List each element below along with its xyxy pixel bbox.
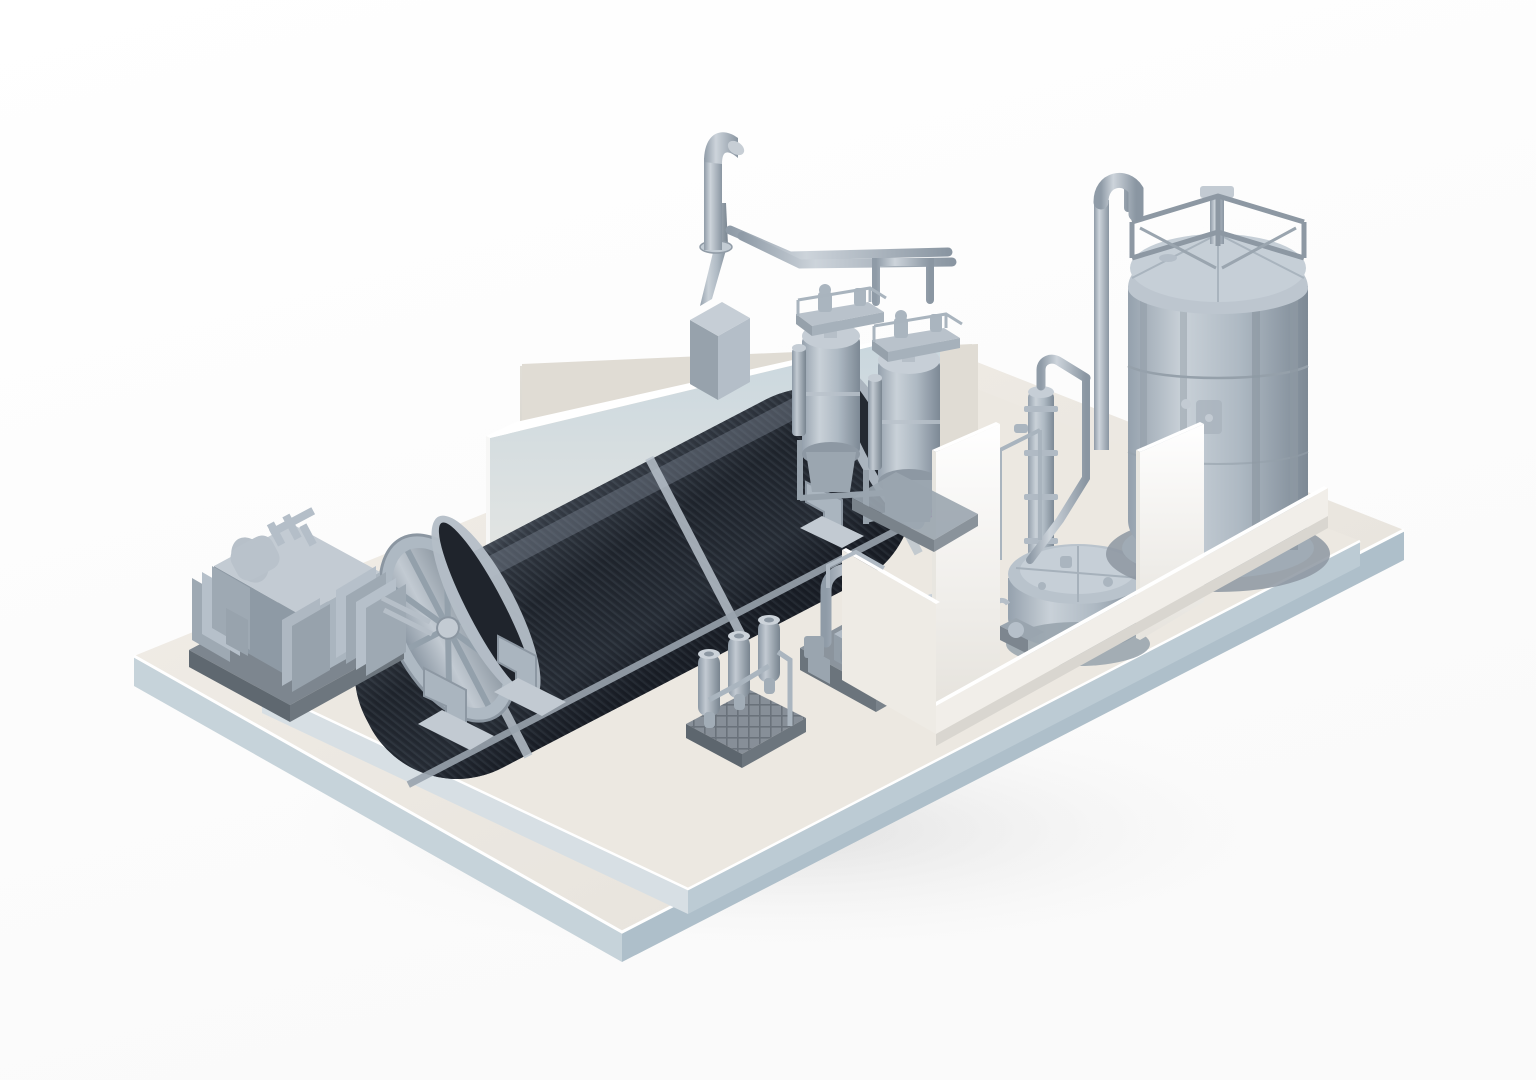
stack-base-top [690, 302, 750, 336]
kiln-wheel-hub [436, 616, 460, 640]
silo-shell-fitting [1181, 399, 1191, 409]
silo-roof-nozzle [1159, 254, 1177, 262]
transformer-radiator-mid [282, 598, 330, 692]
fg-bund-left-cap [842, 548, 940, 604]
stack-outlet [727, 140, 745, 156]
transformer-control-box [226, 608, 248, 656]
containment-walls-foreground [842, 422, 1328, 746]
vessel-a-band [802, 392, 860, 396]
stack-gooseneck [704, 132, 738, 164]
vessel-valves [818, 284, 942, 338]
platform-upper-side-left [262, 688, 688, 914]
vessel-b-band [878, 420, 940, 424]
column-top-elbow [1036, 354, 1091, 391]
fg-bund-side-lower [936, 516, 1328, 746]
filter-base-top [686, 690, 806, 754]
silo-roof-railing [1129, 193, 1307, 261]
kiln-support-feet [418, 516, 864, 750]
transformer-radiator-right [336, 566, 406, 676]
clarifier-nozzles [1038, 556, 1113, 590]
silo-vent-riser [1093, 173, 1144, 450]
silo-roof-railing-diagonals [1139, 226, 1297, 270]
stack-base-left [690, 320, 718, 400]
transformer-pad-side-l [189, 650, 290, 722]
silo-vent-cap [1200, 186, 1234, 198]
stack-base-right [718, 318, 750, 400]
fg-wall-b-cap [1136, 422, 1204, 452]
rotary-kiln[interactable] [320, 352, 949, 814]
pipe-clarifier-to-column [1026, 374, 1090, 564]
vessel-a-skirt [806, 452, 856, 492]
stack-shaft [700, 240, 728, 306]
filter-base-side-r [742, 718, 806, 768]
fg-wall-a-cap [932, 422, 1000, 452]
fg-wall-a-face [936, 424, 1000, 706]
vessel-handrails [796, 286, 963, 342]
fg-bund-left-face [842, 550, 936, 734]
transformer-unit[interactable] [189, 507, 434, 722]
filter-base-side-l [686, 724, 742, 768]
column-side-nozzle [1014, 424, 1028, 433]
platform-upper-side-right [688, 541, 1360, 914]
kiln-band-2 [645, 455, 750, 646]
silo-manhole-handle [1205, 414, 1213, 422]
platform-upper-top [262, 372, 1360, 889]
column-top-head [1028, 386, 1054, 398]
silo-roof-seam-2 [1217, 233, 1305, 279]
vessel-skid-base [852, 472, 978, 552]
transformer-conduits [380, 595, 434, 637]
vessel-side-column-2 [868, 374, 882, 470]
fg-bund-cap [932, 486, 1328, 706]
transformer-bushings [266, 507, 317, 547]
exhaust-stack[interactable] [690, 132, 750, 400]
kiln-stringer [406, 509, 934, 788]
filter-header-pipe [707, 649, 793, 726]
vessel-side-column [792, 344, 806, 436]
stack-pipe [704, 158, 722, 250]
platform-lower-side-left [134, 656, 622, 962]
fg-bund-face [936, 488, 1328, 734]
pump-area-handrail [826, 549, 885, 588]
vessel-top-manifolds [796, 302, 960, 362]
reactor-vessel-a[interactable] [802, 312, 860, 466]
filter-canister-1[interactable] [698, 649, 720, 728]
pipe-loop-a [872, 258, 934, 306]
transformer-conservator [230, 535, 280, 583]
silo-stiffener-ribs [1140, 290, 1298, 555]
filter-cluster[interactable] [686, 615, 806, 768]
